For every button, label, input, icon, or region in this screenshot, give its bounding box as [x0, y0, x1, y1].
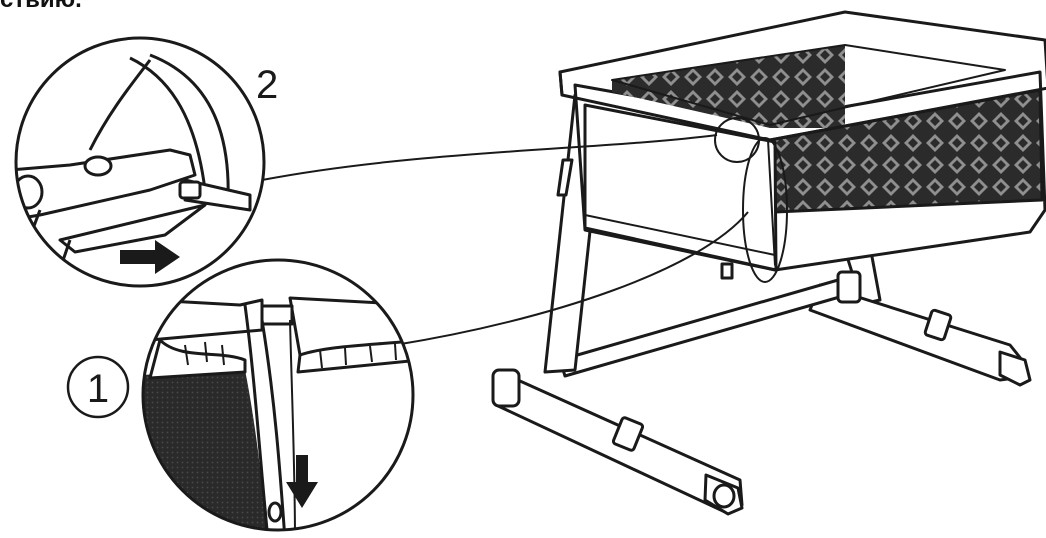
- caption-text: ствию.: [0, 0, 82, 14]
- detail-circle-2-border: [14, 36, 266, 288]
- crib-cross-bar: [558, 276, 852, 378]
- detail-1-fabric: [143, 370, 268, 530]
- detail-circle-2: 2: [14, 36, 278, 288]
- detail-circle-1-border: [141, 258, 415, 532]
- step-1-label: 1: [87, 367, 109, 411]
- crib-zipper: [767, 139, 776, 266]
- leader-line-2: [261, 134, 718, 181]
- arrow-right-icon: [120, 240, 180, 274]
- step-1-badge: [66, 355, 130, 419]
- step-2-label: 2: [256, 63, 278, 107]
- detail-circle-1: 1: [66, 258, 415, 532]
- crib-fabric-back: [612, 45, 845, 128]
- arrow-down-icon: [286, 455, 318, 508]
- leader-line-1: [394, 211, 749, 346]
- bedside-crib: [491, 10, 1046, 516]
